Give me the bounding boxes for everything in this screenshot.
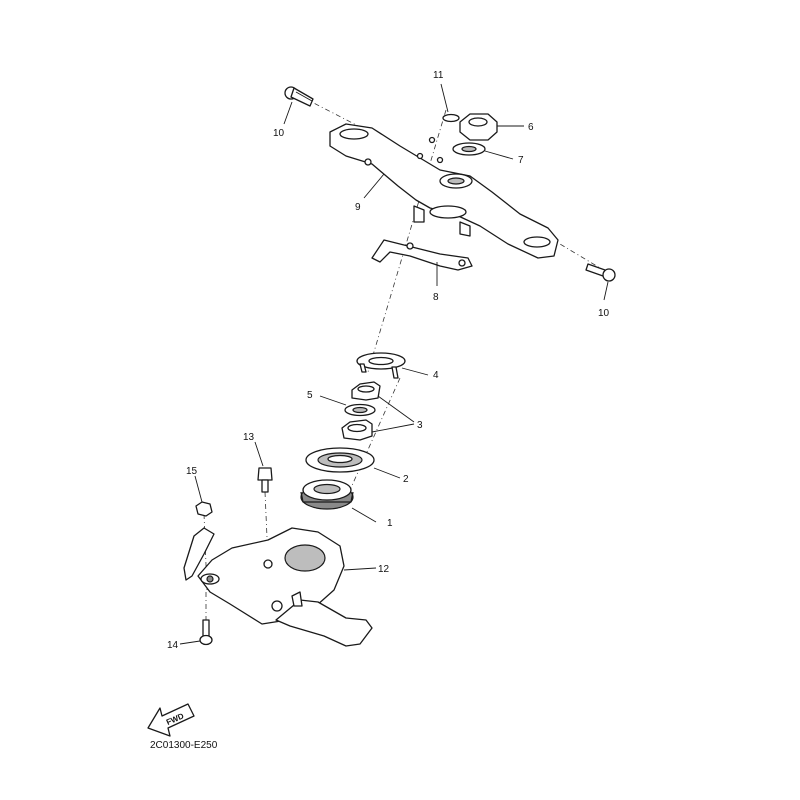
leader-10-upper <box>283 101 293 125</box>
fwd-arrow-icon: FWD <box>147 703 195 737</box>
ring-nut-3-upper <box>351 381 381 401</box>
callout-1: 1 <box>387 518 393 529</box>
washer-7 <box>452 142 486 156</box>
leader-2 <box>373 467 401 479</box>
callout-6: 6 <box>528 122 534 133</box>
callout-12: 12 <box>378 564 390 575</box>
leader-1 <box>351 507 377 523</box>
callout-2: 2 <box>403 474 409 485</box>
callout-13: 13 <box>243 432 255 443</box>
reference-code: 2C01300-E250 <box>150 740 218 751</box>
leader-12 <box>343 567 377 571</box>
leader-11 <box>440 83 449 113</box>
callout-5: 5 <box>307 390 313 401</box>
upper-bracket-9 <box>329 123 559 259</box>
leader-14 <box>179 640 201 645</box>
callout-3: 3 <box>417 420 423 431</box>
callout-8: 8 <box>433 292 439 303</box>
callout-14: 14 <box>167 640 179 651</box>
bolt-axis-right <box>549 237 601 269</box>
bolt-10-lower <box>585 263 616 282</box>
bolt-10-upper <box>284 86 314 107</box>
callout-9: 9 <box>355 202 361 213</box>
o-ring-11 <box>442 113 460 123</box>
callout-10-upper: 10 <box>273 128 285 139</box>
callout-15: 15 <box>186 466 198 477</box>
nut-6 <box>459 113 498 141</box>
leader-7 <box>484 150 514 160</box>
bolt-13 <box>257 467 273 493</box>
rubber-washer-5 <box>344 403 376 417</box>
lock-washer-4 <box>356 352 406 379</box>
ring-nut-3-lower <box>341 419 373 441</box>
dust-seal-2 <box>305 447 375 473</box>
leader-5 <box>319 395 347 406</box>
lower-cover-12 <box>183 527 373 647</box>
clamp-8 <box>371 239 473 271</box>
leader-13 <box>254 441 264 467</box>
leader-3b <box>371 423 415 433</box>
leader-4 <box>401 367 429 376</box>
steering-axis-line <box>367 109 447 373</box>
bolt-14 <box>199 619 213 646</box>
leader-3a <box>377 395 415 423</box>
callout-11: 11 <box>433 70 444 81</box>
leader-9 <box>363 173 385 199</box>
nut-15 <box>195 501 213 517</box>
callout-4: 4 <box>433 370 439 381</box>
leader-10-lower <box>603 281 609 301</box>
steering-axis-line-lower <box>349 377 401 491</box>
callout-7: 7 <box>518 155 524 166</box>
leader-15 <box>194 475 203 503</box>
bearing-1 <box>300 479 354 510</box>
callout-10-lower: 10 <box>598 308 610 319</box>
